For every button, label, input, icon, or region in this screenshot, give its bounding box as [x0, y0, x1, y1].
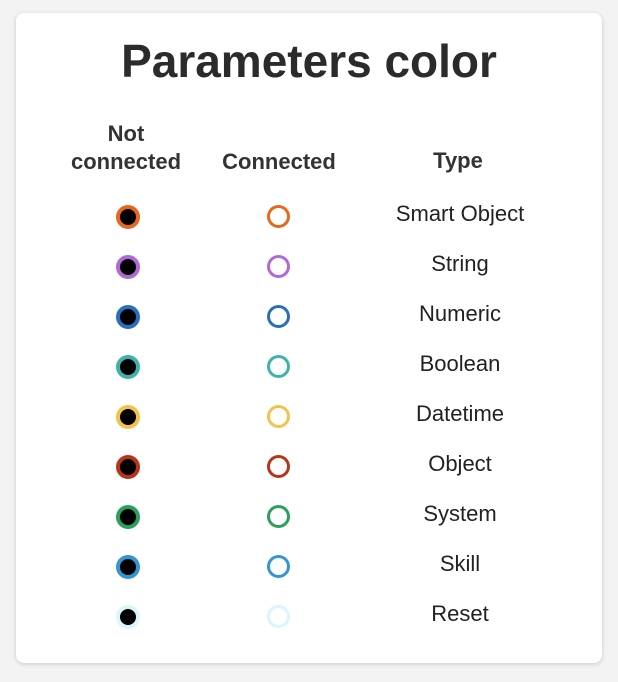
type-label: Skill [439, 551, 481, 576]
row-datetime: Datetime [16, 398, 602, 438]
row-boolean: Boolean [16, 348, 602, 388]
row-numeric: Numeric [16, 298, 602, 338]
type-label: Datetime [415, 401, 505, 426]
type-label: String [431, 251, 489, 276]
page-title: Parameters color [121, 35, 497, 87]
header-not-connected: Not connected [62, 120, 190, 176]
connected-ring-icon [267, 605, 290, 628]
not-connected-dot-icon [116, 305, 140, 329]
not-connected-dot-icon [116, 555, 140, 579]
type-label: Reset [431, 601, 489, 626]
type-label: Object [428, 451, 492, 476]
connected-ring-icon [267, 505, 290, 528]
header-type: Type [433, 148, 483, 173]
row-reset: Reset [16, 598, 602, 638]
row-skill: Skill [16, 548, 602, 588]
not-connected-dot-icon [116, 355, 140, 379]
header-connected: Connected [222, 149, 336, 174]
row-smart-object: Smart Object [16, 198, 602, 238]
type-label: Numeric [419, 301, 501, 326]
connected-ring-icon [267, 405, 290, 428]
connected-ring-icon [267, 205, 290, 228]
header-not-connected-line1: Not [107, 121, 145, 146]
row-string: String [16, 248, 602, 288]
connected-ring-icon [267, 305, 290, 328]
type-label: Smart Object [395, 201, 525, 226]
connected-ring-icon [267, 255, 290, 278]
not-connected-dot-icon [116, 605, 140, 629]
connected-ring-icon [267, 555, 290, 578]
not-connected-dot-icon [116, 255, 140, 279]
type-label: System [423, 501, 497, 526]
parameters-color-card: Parameters color Not connected Connected… [16, 13, 602, 663]
not-connected-dot-icon [116, 455, 140, 479]
type-label: Boolean [419, 351, 501, 376]
row-system: System [16, 498, 602, 538]
connected-ring-icon [267, 455, 290, 478]
row-object: Object [16, 448, 602, 488]
not-connected-dot-icon [116, 505, 140, 529]
not-connected-dot-icon [116, 405, 140, 429]
header-not-connected-line2: connected [70, 149, 182, 174]
not-connected-dot-icon [116, 205, 140, 229]
connected-ring-icon [267, 355, 290, 378]
